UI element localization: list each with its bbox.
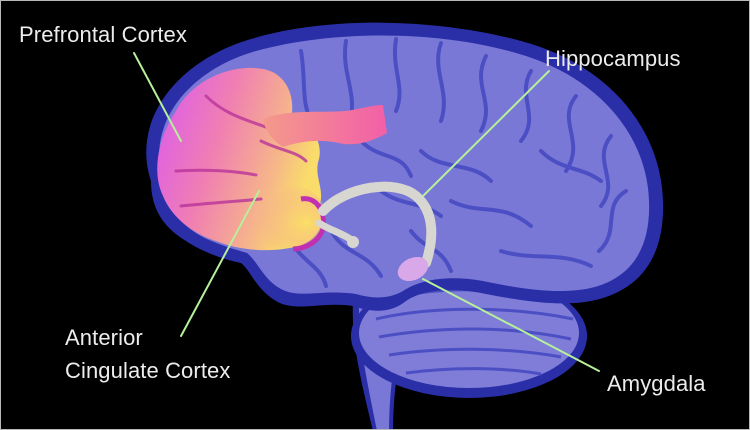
leader-line-hippocampus	[422, 70, 550, 197]
cerebellum	[351, 274, 587, 398]
label-prefrontal-cortex: Prefrontal Cortex	[19, 22, 187, 47]
hippocampus-region	[315, 181, 437, 268]
leader-line-prefrontal	[133, 52, 182, 142]
label-hippocampus: Hippocampus	[545, 46, 681, 71]
cingulate-band	[263, 105, 387, 147]
leader-line-amygdala	[422, 278, 600, 372]
label-amygdala: Amygdala	[607, 371, 706, 396]
label-anterior-cingulate-cortex: Anterior Cingulate Cortex	[65, 325, 231, 383]
prefrontal-cortex-region	[157, 67, 327, 252]
leader-line-acc	[180, 190, 260, 337]
amygdala-region	[397, 256, 429, 282]
